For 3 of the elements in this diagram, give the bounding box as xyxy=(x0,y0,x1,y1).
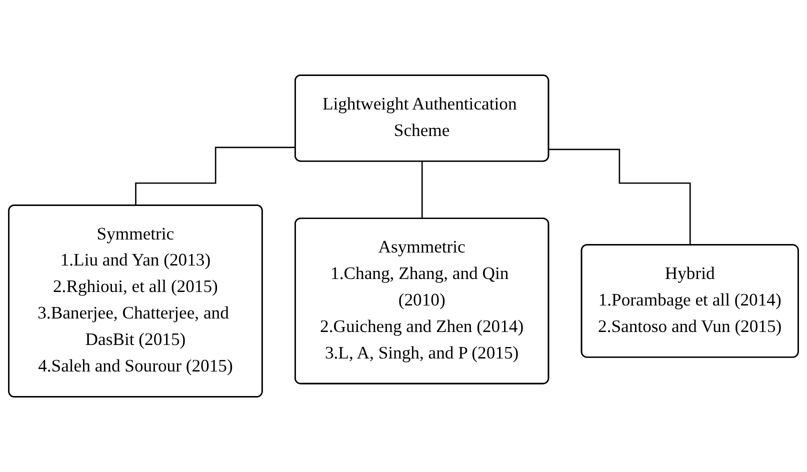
connector xyxy=(421,161,424,220)
connector xyxy=(549,148,692,246)
connector xyxy=(135,146,296,206)
